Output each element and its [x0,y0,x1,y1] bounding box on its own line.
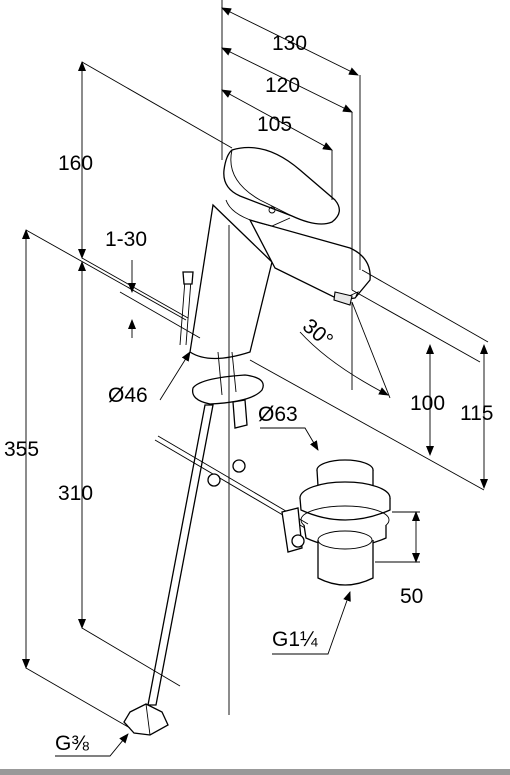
supply-hose [123,404,214,736]
pop-up-linkage [154,435,309,553]
dimension-lines [22,0,489,757]
dim-100: 100 [410,392,445,415]
dimension-labels: 130 120 105 160 1-30 355 310 Ø46 Ø63 30°… [4,32,493,755]
faucet-mounting [191,225,264,715]
dim-115: 115 [460,402,493,425]
dim-105: 105 [257,113,292,136]
thread-g3-8: G⅜ [55,732,89,755]
dim-diameter-46: Ø46 [108,384,148,407]
dim-130: 130 [272,32,307,55]
drain-waste [299,459,391,586]
dim-310: 310 [58,482,93,505]
dim-355: 355 [4,438,39,461]
dim-120: 120 [265,74,300,97]
floor-line [0,769,510,775]
dim-1-30: 1-30 [105,228,147,251]
dim-diameter-63: Ø63 [258,403,298,426]
dim-160: 160 [58,152,93,175]
thread-g1-1-4: G1¼ [272,628,318,651]
dim-angle-30: 30° [298,314,337,352]
faucet-body [179,146,371,360]
dim-50: 50 [400,585,423,608]
